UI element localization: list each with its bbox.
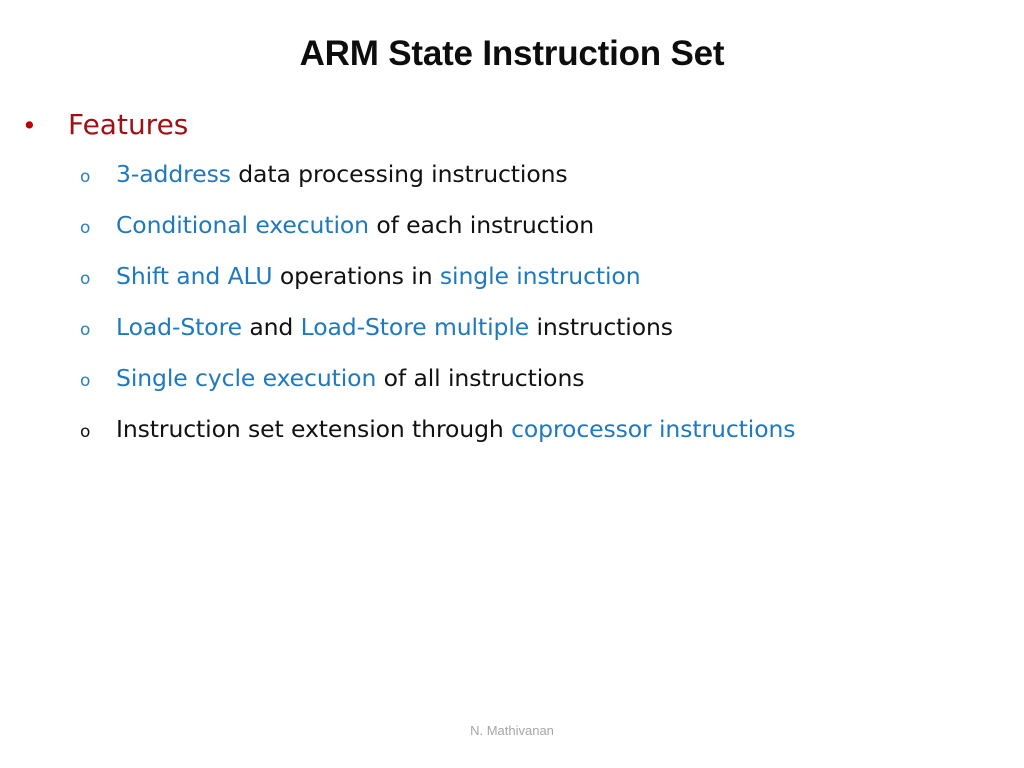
text-run: 3-address — [116, 160, 231, 188]
page-title: ARM State Instruction Set — [299, 34, 725, 73]
list-item: o Single cycle execution of all instructi… — [0, 360, 1024, 411]
text-run: Load-Store — [116, 313, 242, 341]
list-item: o Instruction set extension through copro… — [0, 411, 1024, 462]
text-run: data processing instructions — [230, 160, 568, 188]
bullet-dot-icon: • — [22, 111, 37, 140]
hollow-circle-bullet-icon: o — [80, 320, 91, 340]
text-run: Load-Store multiple — [300, 313, 530, 341]
list-item: o 3-address data processing instructions — [0, 156, 1024, 207]
text-run: Single cycle execution — [116, 364, 377, 392]
text-run: Conditional execution — [116, 211, 369, 239]
list-item: o Conditional execution of each instructi… — [0, 207, 1024, 258]
hollow-circle-bullet-icon: o — [80, 422, 91, 442]
text-run: and — [241, 313, 301, 341]
text-run: of all instructions — [376, 364, 585, 392]
text-run: instructions — [529, 313, 673, 341]
list-item-label: Conditional execution of each instructio… — [116, 207, 594, 243]
text-run: Instruction set extension through — [116, 415, 512, 443]
text-run: of each instruction — [368, 211, 595, 239]
hollow-circle-bullet-icon: o — [80, 218, 91, 238]
list-item-label: Instruction set extension through coproc… — [116, 411, 796, 447]
hollow-circle-bullet-icon: o — [80, 371, 91, 391]
list-item-label: Single cycle execution of all instructio… — [116, 360, 584, 396]
list-item-label: 3-address data processing instructions — [116, 156, 568, 192]
text-run: coprocessor instructions — [511, 415, 796, 443]
list-item: o Load-Store and Load-Store multiple inst… — [0, 309, 1024, 360]
text-run: Shift and ALU — [116, 262, 273, 290]
text-run: single instruction — [439, 262, 641, 290]
features-bullet-list: • Features o 3-address data processing in… — [0, 106, 1024, 462]
features-heading: Features — [68, 108, 189, 141]
hollow-circle-bullet-icon: o — [80, 167, 91, 187]
text-run: operations in — [272, 262, 440, 290]
slide-footer-author: N. Mathivanan — [470, 723, 554, 738]
list-item-label: Load-Store and Load-Store multiple instr… — [116, 309, 673, 345]
list-item-label: Shift and ALU operations in single instr… — [116, 258, 641, 294]
list-item: o Shift and ALU operations in single inst… — [0, 258, 1024, 309]
list-item-features: • Features — [0, 106, 1024, 156]
hollow-circle-bullet-icon: o — [80, 269, 91, 289]
